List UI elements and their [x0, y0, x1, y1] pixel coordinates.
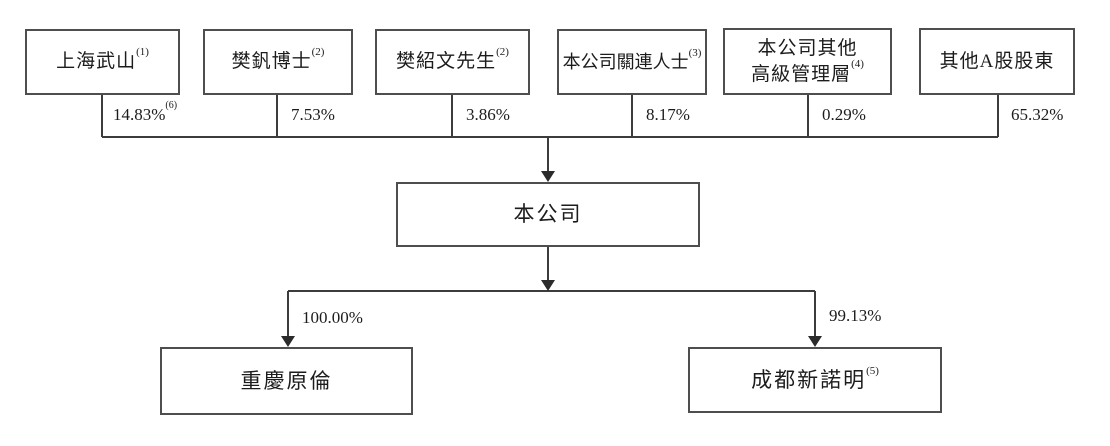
pct-label-other-a-share-holders: 65.32% — [1011, 105, 1064, 124]
footnote-marker: (2) — [496, 45, 509, 58]
shareholder-box-fan-fan: 樊釩博士(2) — [203, 29, 353, 95]
subsidiary-name: 重慶原倫 — [240, 368, 333, 393]
shareholder-name: 樊釩博士(2) — [231, 45, 325, 73]
company-name: 本公司 — [513, 202, 583, 227]
footnote-marker: (6) — [165, 100, 178, 112]
pct-label-chengdu-xinnuoming: 99.13% — [829, 306, 882, 325]
pct-label-connected-persons: 8.17% — [646, 105, 690, 124]
shareholder-name: 本公司關連人士(3) — [562, 46, 702, 72]
company-box: 本公司 — [396, 182, 700, 247]
footnote-marker: (5) — [866, 364, 879, 377]
footnote-marker: (4) — [851, 58, 864, 71]
subsidiary-box-chengdu-xinnuoming: 成都新諾明(5) — [688, 347, 942, 413]
pct-label-fan-shaowen: 3.86% — [466, 105, 510, 124]
arrowhead-to-chengdu — [808, 336, 822, 347]
pct-label-shanghai-wushan: 14.83%(6) — [113, 100, 178, 124]
footnote-marker: (3) — [688, 46, 702, 59]
shareholder-box-shanghai-wushan: 上海武山(1) — [25, 29, 180, 95]
pct-label-senior-management: 0.29% — [822, 105, 866, 124]
shareholder-box-connected-persons: 本公司關連人士(3) — [557, 29, 707, 95]
shareholder-box-other-a-share-holders: 其他A股股東 — [919, 28, 1075, 95]
arrowhead-to-company — [541, 171, 555, 182]
shareholder-box-senior-management: 本公司其他高級管理層(4) — [723, 28, 892, 95]
pct-label-chongqing-yuanlun: 100.00% — [302, 308, 363, 327]
shareholder-box-fan-shaowen: 樊紹文先生(2) — [375, 29, 530, 95]
arrowhead-to-chongqing — [281, 336, 295, 347]
footnote-marker: (2) — [311, 45, 325, 58]
shareholder-name: 上海武山(1) — [56, 45, 149, 73]
arrowhead-to-lower-bus — [541, 280, 555, 291]
shareholder-name: 本公司其他高級管理層(4) — [751, 37, 864, 85]
pct-label-fan-fan: 7.53% — [291, 105, 335, 124]
subsidiary-name: 成都新諾明(5) — [751, 364, 879, 392]
subsidiary-box-chongqing-yuanlun: 重慶原倫 — [160, 347, 413, 415]
footnote-marker: (1) — [136, 45, 149, 58]
shareholder-name: 其他A股股東 — [939, 50, 1055, 72]
shareholder-name: 樊紹文先生(2) — [396, 45, 509, 73]
